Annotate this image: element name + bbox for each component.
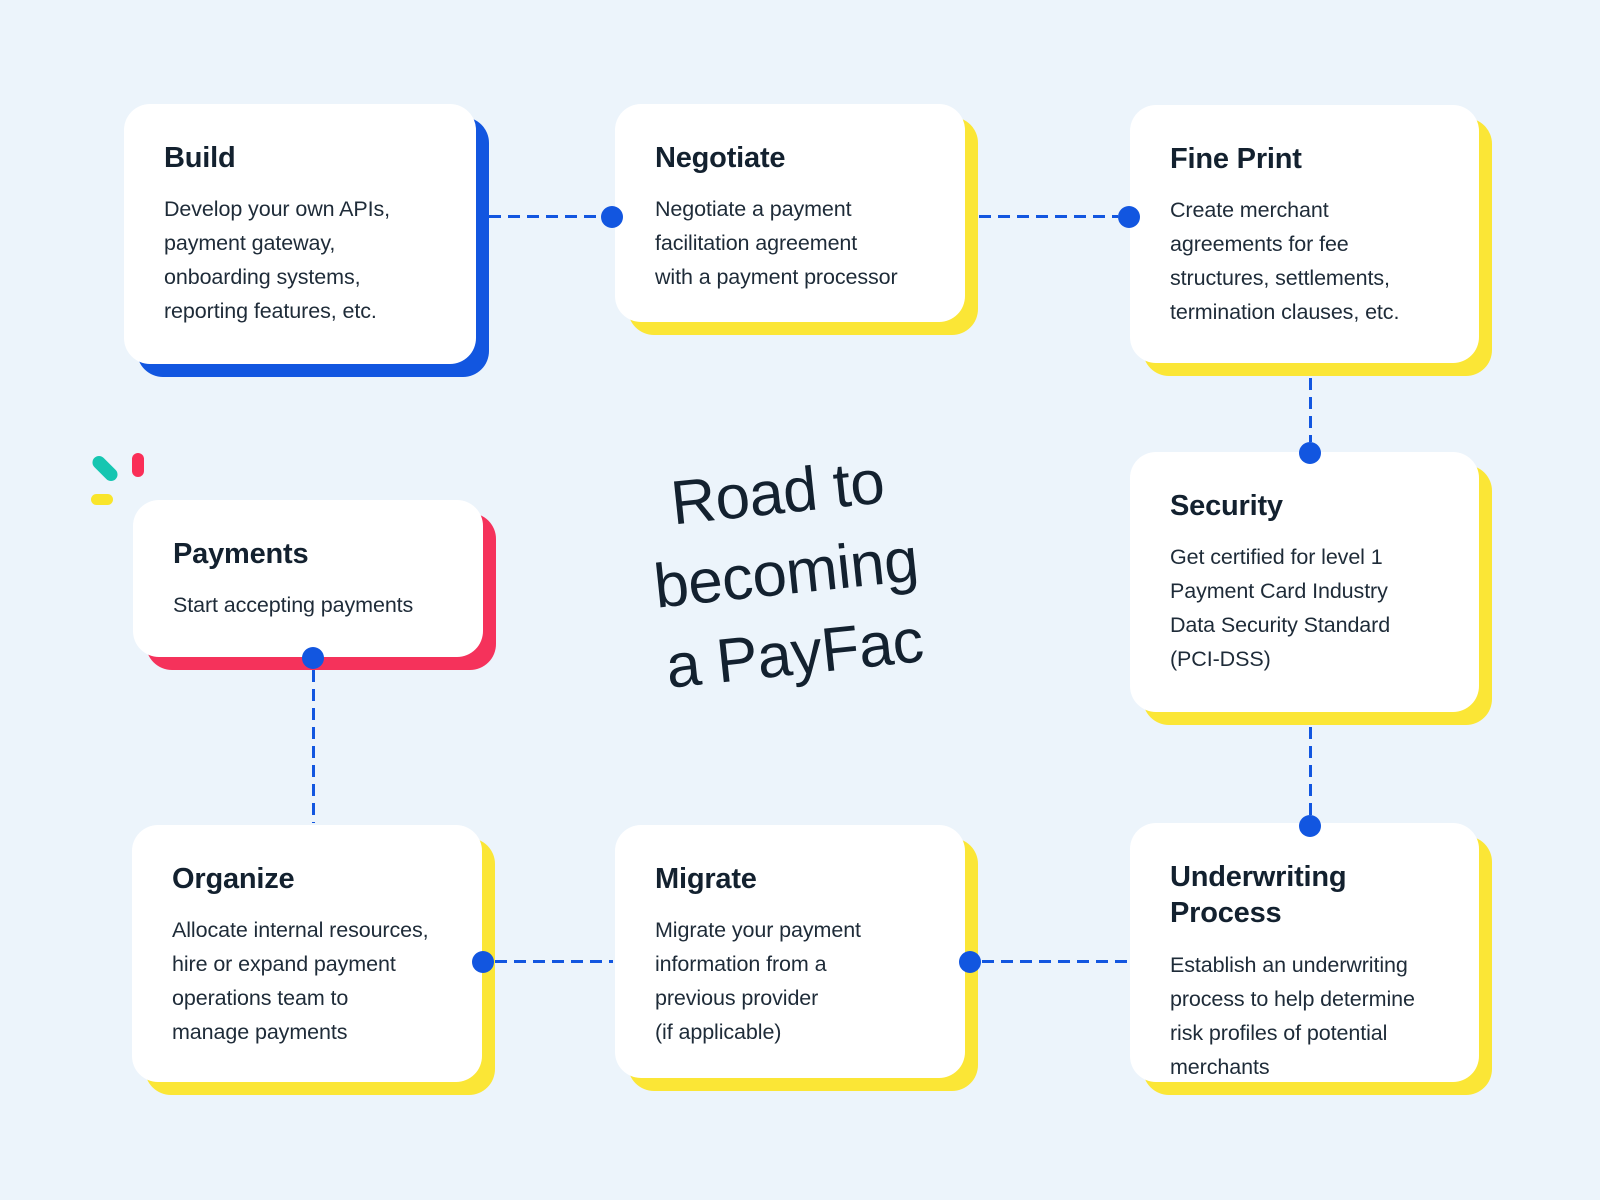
card-fine-print: Fine Print Create merchant agreements fo…	[1130, 105, 1479, 363]
card-underwriting-process: Underwriting Process Establish an underw…	[1130, 823, 1479, 1082]
card-negotiate: Negotiate Negotiate a payment facilitati…	[615, 104, 965, 322]
decor-teal-pill	[89, 453, 121, 484]
connector-dot-payments	[302, 647, 324, 669]
card-title: Migrate	[655, 863, 757, 895]
card-body: Start accepting payments	[173, 593, 414, 618]
card-title: Security	[1170, 490, 1283, 522]
diagram-title: Road to becoming a PayFac	[558, 430, 1013, 717]
connector-fineprint-security	[1309, 378, 1312, 442]
card-build: Build Develop your own APIs, payment gat…	[124, 104, 476, 364]
connector-negotiate-fineprint	[979, 215, 1118, 218]
card-body: Create merchant agreements for fee struc…	[1170, 198, 1400, 325]
connector-build-negotiate	[489, 215, 601, 218]
card-security: Security Get certified for level 1 Payme…	[1130, 452, 1479, 712]
card-title: Negotiate	[655, 142, 786, 174]
card-title: Fine Print	[1170, 143, 1302, 175]
card-migrate: Migrate Migrate your payment information…	[615, 825, 965, 1078]
card-title: Payments	[173, 538, 309, 570]
card-title: Build	[164, 142, 236, 174]
decor-yellow-pill	[91, 494, 113, 505]
connector-organize-migrate	[495, 960, 613, 963]
connector-dot-fineprint	[1118, 206, 1140, 228]
card-title: Underwriting Process	[1170, 861, 1347, 930]
card-organize: Organize Allocate internal resources, hi…	[132, 825, 482, 1082]
card-title: Organize	[172, 863, 295, 895]
card-payments: Payments Start accepting payments	[133, 500, 483, 657]
card-body: Get certified for level 1 Payment Card I…	[1170, 545, 1391, 672]
card-body: Migrate your payment information from a …	[655, 918, 861, 1045]
connector-payments-organize	[312, 670, 315, 823]
card-body: Establish an underwriting process to hel…	[1170, 952, 1415, 1079]
connector-dot-migrate	[959, 951, 981, 973]
connector-dot-organize	[472, 951, 494, 973]
card-body: Negotiate a payment facilitation agreeme…	[655, 197, 898, 290]
card-body: Develop your own APIs, payment gateway, …	[164, 197, 391, 324]
connector-dot-negotiate	[601, 206, 623, 228]
connector-dot-security	[1299, 442, 1321, 464]
connector-migrate-underwriting	[982, 960, 1128, 963]
connector-dot-underwriting	[1299, 815, 1321, 837]
card-body: Allocate internal resources, hire or exp…	[172, 918, 429, 1045]
decor-red-pill	[132, 453, 144, 477]
connector-security-underwriting	[1309, 727, 1312, 815]
